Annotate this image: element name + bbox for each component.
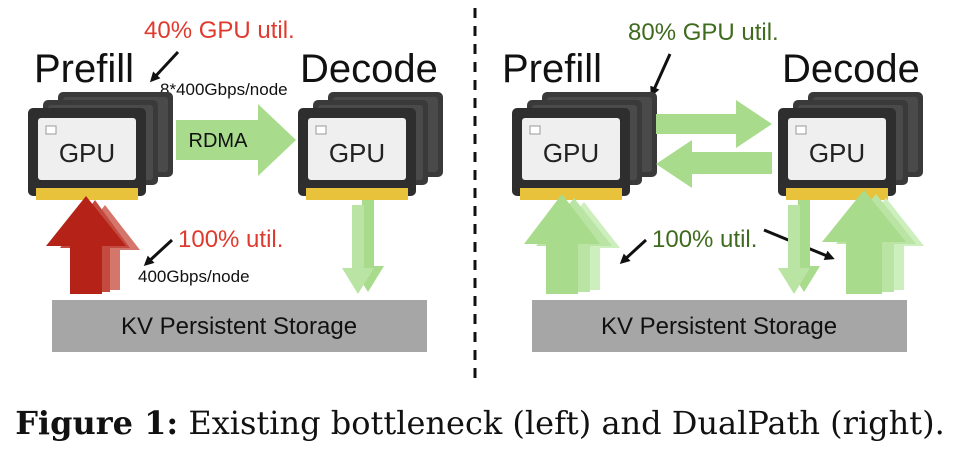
left-decode-gpu-text: GPU <box>329 138 385 168</box>
left-storage-to-prefill-arrows <box>46 196 140 294</box>
left-decode-gpu-stack: GPU <box>298 92 443 200</box>
right-prefill-label: Prefill <box>502 47 602 91</box>
right-storage-util-label: 100% util. <box>652 226 757 253</box>
left-prefill-gpu-card: GPU <box>28 108 146 200</box>
right-gpu-util-label: 80% GPU util. <box>628 19 779 46</box>
right-storage-bar <box>532 300 907 352</box>
right-prefill-gpu-stack: GPU <box>512 92 657 200</box>
left-storage-bar <box>52 300 427 352</box>
right-decode-gpu-stack: GPU <box>778 92 923 200</box>
right-decode-gpu-text: GPU <box>809 138 865 168</box>
right-storage-to-decode-arrows <box>822 190 924 294</box>
left-network-bw-label: 8*400Gbps/node <box>160 80 288 99</box>
right-prefill-gpu-text: GPU <box>543 138 599 168</box>
right-storage-label: KV Persistent Storage <box>601 313 837 340</box>
left-decode-label: Decode <box>300 47 438 91</box>
right-gpu-util-arrow <box>650 53 672 97</box>
left-rdma-arrow: RDMA <box>176 104 296 176</box>
left-prefill-gpu-text: GPU <box>59 138 115 168</box>
left-decode-gpu-card: GPU <box>298 108 416 200</box>
left-rdma-label: RDMA <box>189 130 249 152</box>
right-storage-to-prefill-arrows <box>524 194 620 294</box>
right-panel: Prefill Decode 80% GPU util. GPU <box>502 19 924 352</box>
figure-caption-text: Existing bottleneck (left) and DualPath … <box>178 404 945 442</box>
right-decode-gpu-card: GPU <box>778 108 896 200</box>
left-gpu-util-arrow <box>149 50 180 83</box>
figure-caption: Figure 1: Existing bottleneck (left) and… <box>0 404 960 442</box>
left-panel: Prefill Decode 40% GPU util. 8*400Gbps/n… <box>28 17 443 352</box>
right-prefill-gpu-card: GPU <box>512 108 630 200</box>
left-prefill-label: Prefill <box>34 47 134 91</box>
left-storage-util-label: 100% util. <box>178 226 283 253</box>
left-storage-util-arrow <box>143 238 174 267</box>
left-decode-to-storage-arrows <box>342 200 384 294</box>
right-decode-label: Decode <box>782 47 920 91</box>
right-storage-util-arrow-left <box>619 238 648 265</box>
figure-caption-label: Figure 1: <box>15 404 179 442</box>
left-storage-label: KV Persistent Storage <box>121 313 357 340</box>
right-decode-to-storage-arrows <box>778 200 820 294</box>
right-prefill-decode-arrows <box>656 100 772 188</box>
left-gpu-util-label: 40% GPU util. <box>144 17 295 44</box>
left-storage-bw-label: 400Gbps/node <box>138 267 250 286</box>
left-prefill-gpu-stack: GPU <box>28 92 173 200</box>
